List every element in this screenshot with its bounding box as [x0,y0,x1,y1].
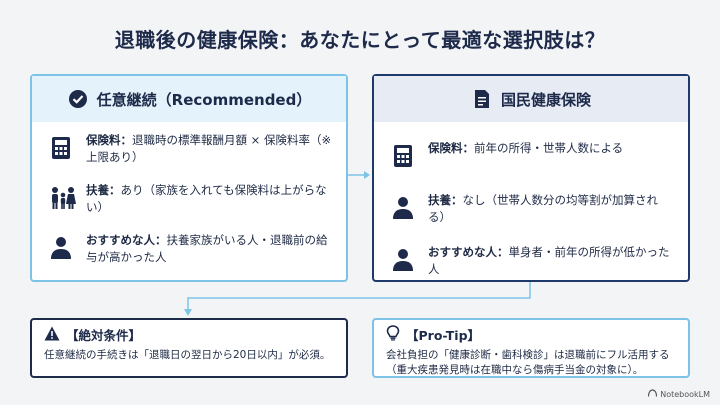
dependents-text: あり（家族を入れても保険料は上がらない） [86,183,327,214]
absolute-condition-text: 任意継続の手続きは「退職日の翌日から20日以内」が必須。 [44,349,331,361]
nhi-recommended-for-row: おすすめな人：単身者・前年の所得が低かった人 [392,244,674,284]
notebooklm-logo-icon [648,389,658,399]
notebooklm-watermark: NotebookLM [648,389,710,399]
person-icon [392,248,416,272]
lightbulb-icon [386,325,400,344]
calculator-icon [50,136,74,160]
pro-tip-box: 【Pro-Tip】 会社負担の「健康診断・歯科検診」は退職前にフル活用する（重大… [372,318,690,378]
nhi-premium-text: 前年の所得・世帯人数による [474,141,624,155]
dependents-label: 扶養： [86,183,121,197]
check-circle-icon [67,88,89,110]
family-icon [50,186,76,210]
notebooklm-brand: NotebookLM [660,389,710,399]
absolute-condition-heading: 【絶対条件】 [66,328,142,343]
person-icon [50,236,74,260]
nhi-recommended-for-text: 単身者・前年の所得が低かった人 [428,245,670,276]
pro-tip-heading: 【Pro-Tip】 [406,328,481,343]
calculator-icon [392,144,416,168]
national-health-insurance-title: 国民健康保険 [500,90,591,109]
voluntary-continuation-card: 任意継続（Recommended） 保険料：退職時の標準報酬月額 × 保険料率（… [30,74,348,282]
national-health-insurance-header: 国民健康保険 [374,76,688,122]
pro-tip-text: 会社負担の「健康診断・歯科検診」は退職前にフル活用する（重大疾患発見時は在職中な… [386,349,670,376]
nhi-dependents-label: 扶養： [428,193,463,207]
premium-text: 退職時の標準報酬月額 × 保険料率（※上限あり） [86,133,332,164]
dependents-row: 扶養：あり（家族を入れても保険料は上がらない） [50,182,332,222]
voluntary-continuation-header: 任意継続（Recommended） [32,76,346,122]
national-health-insurance-card: 国民健康保険 保険料：前年の所得・世帯人数による 扶養：なし（世帯人数分の均等割… [372,74,690,282]
nhi-dependents-text: なし（世帯人数分の均等割が加算される） [428,193,658,224]
nhi-recommended-for-label: おすすめな人： [428,245,509,259]
page-title: 退職後の健康保険：あなたにとって最適な選択肢は？ [114,28,606,52]
recommended-for-label: おすすめな人： [86,233,167,247]
recommended-for-row: おすすめな人：扶養家族がいる人・退職前の給与が高かった人 [50,232,332,272]
recommended-for-text: 扶養家族がいる人・退職前の給与が高かった人 [86,233,328,264]
warning-icon [44,326,60,344]
absolute-condition-box: 【絶対条件】 任意継続の手続きは「退職日の翌日から20日以内」が必須。 [30,318,348,378]
nhi-premium-label: 保険料： [428,141,474,155]
document-icon [471,88,493,110]
premium-row: 保険料：退職時の標準報酬月額 × 保険料率（※上限あり） [50,132,332,172]
voluntary-continuation-title: 任意継続（Recommended） [96,90,312,109]
nhi-dependents-row: 扶養：なし（世帯人数分の均等割が加算される） [392,192,674,232]
person-icon [392,196,416,220]
premium-label: 保険料： [86,133,132,147]
nhi-premium-row: 保険料：前年の所得・世帯人数による [392,140,674,180]
